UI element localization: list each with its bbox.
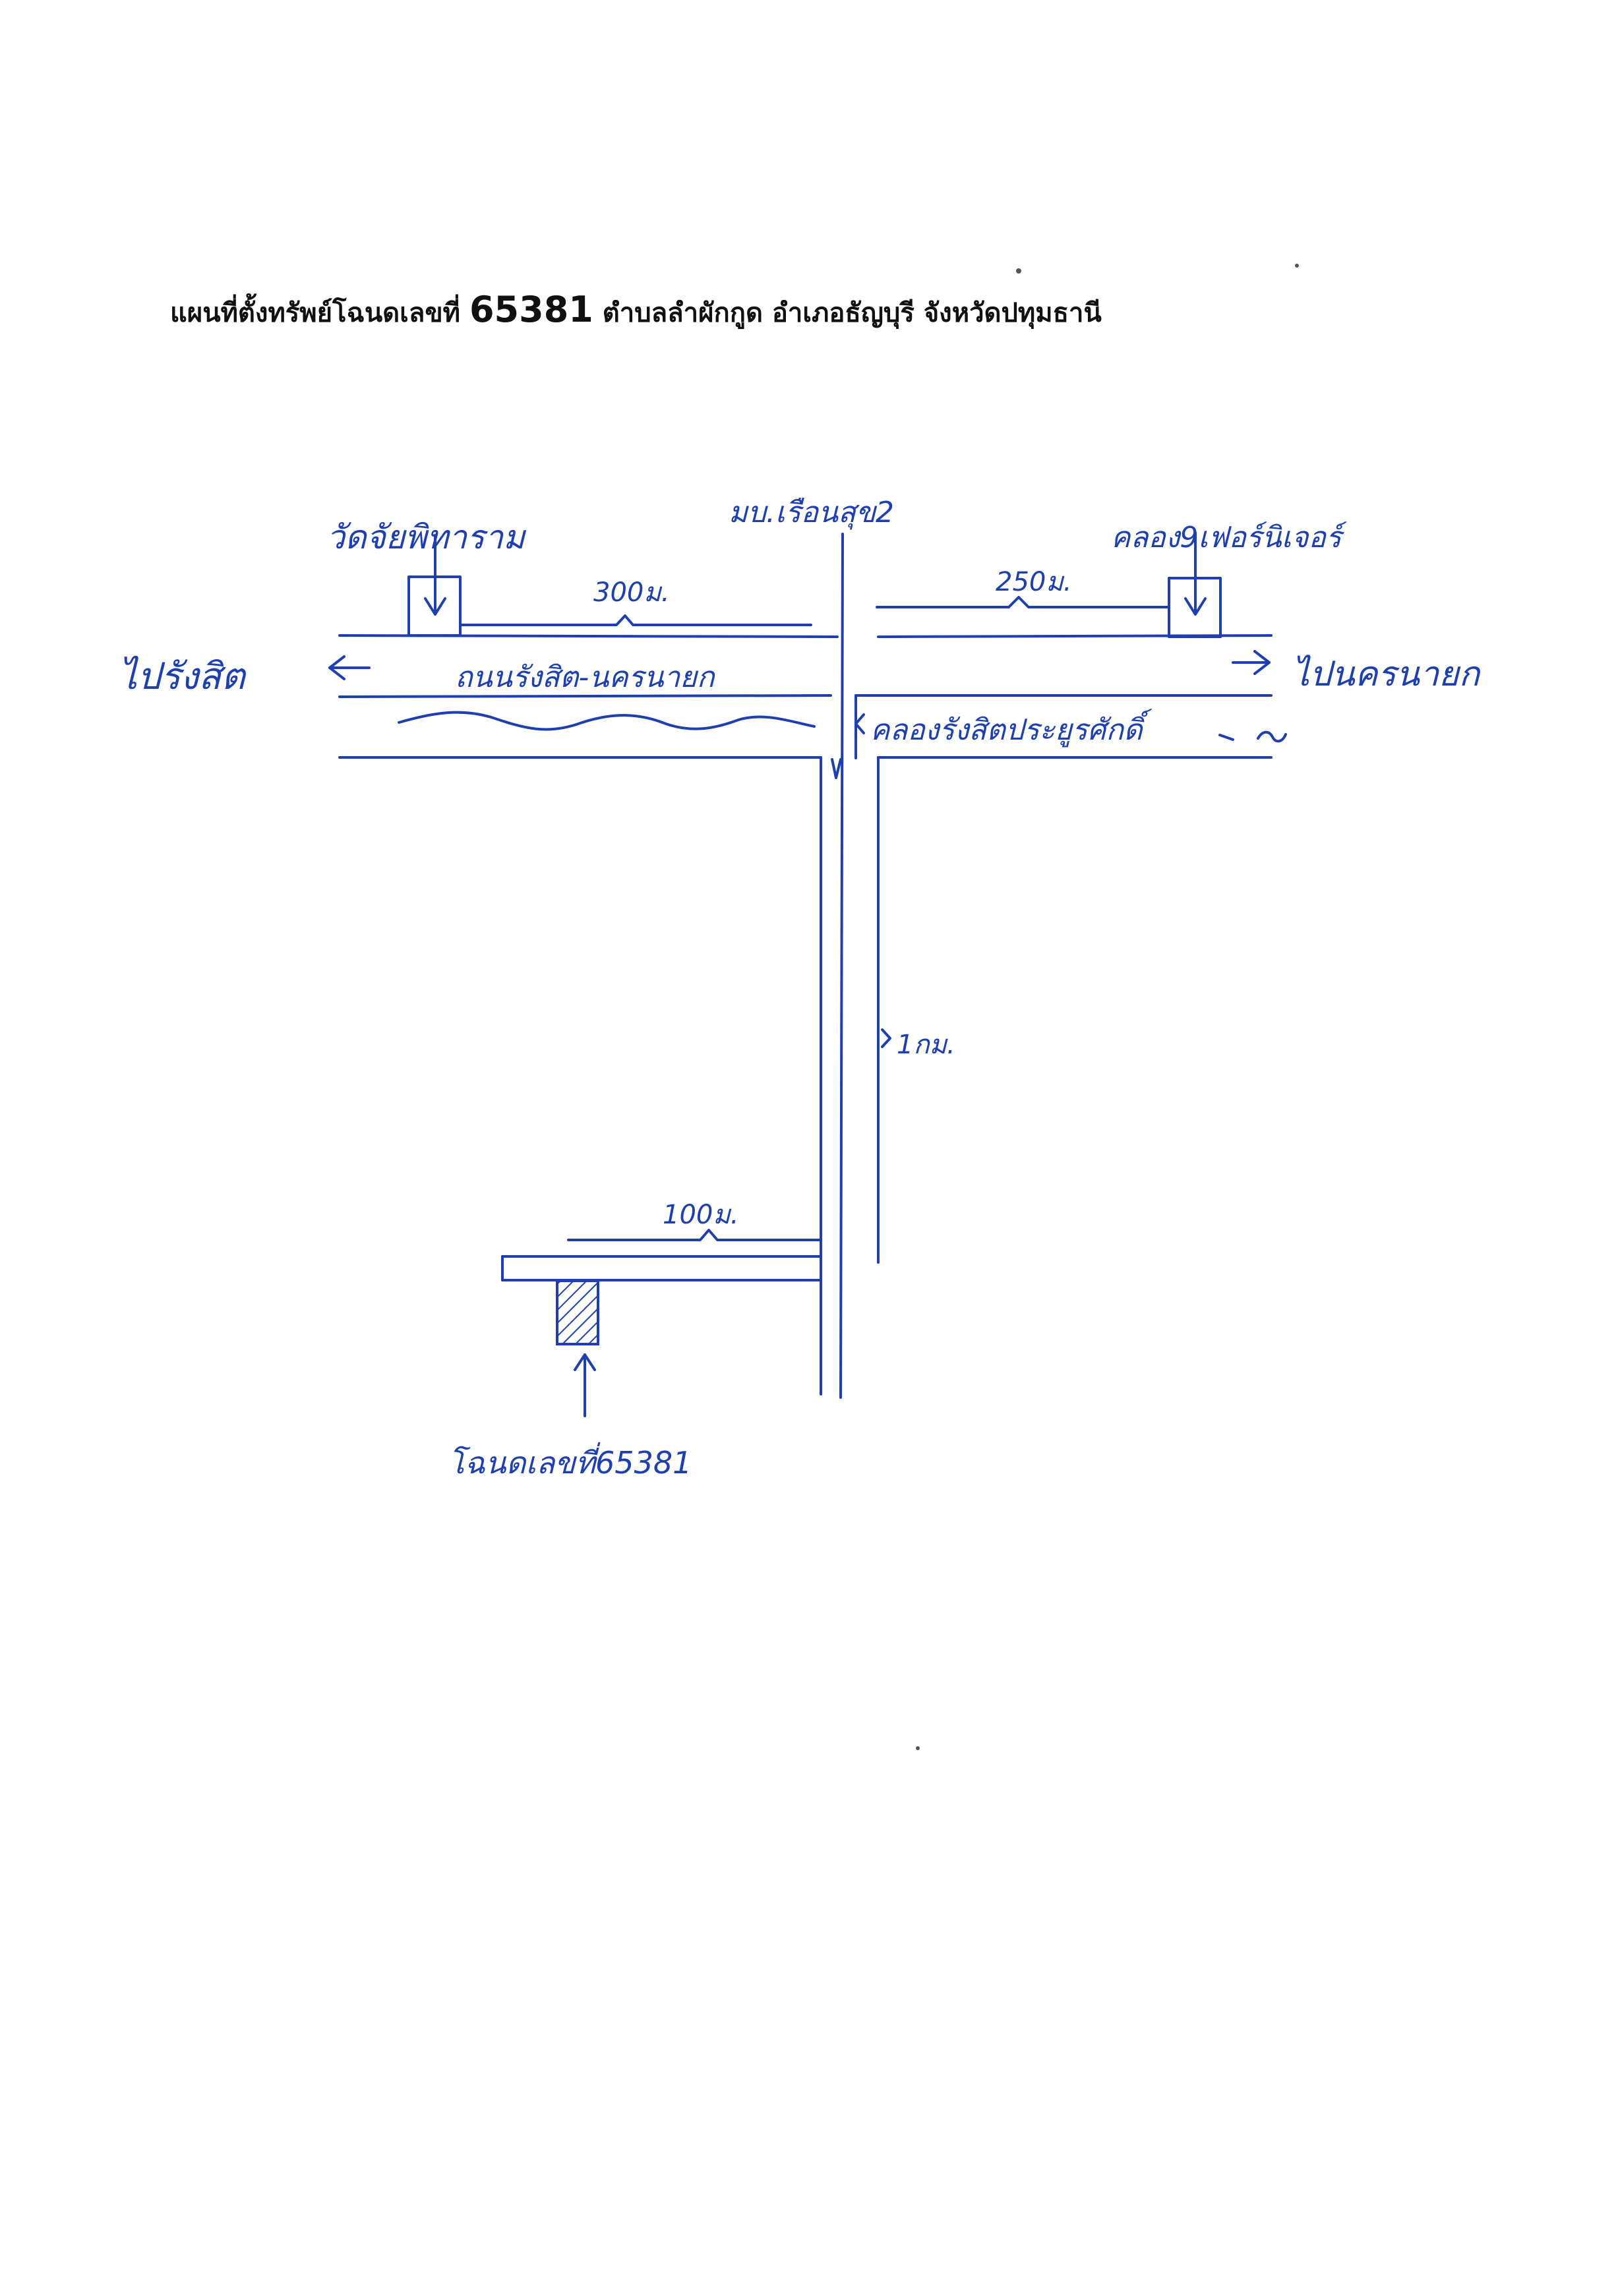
label-dist-100: 100ม.: [663, 1200, 738, 1230]
speck: [916, 1746, 920, 1750]
dist-branch-bracket: [567, 1229, 822, 1241]
label-road: ถนนรังสิต-นครนายก: [455, 661, 716, 694]
page-title: แผนที่ตั้งทรัพย์โฉนดเลขที่ 65381 ตำบลลำผ…: [170, 289, 1102, 334]
title-location: ตำบลลำผักกูด อำเภอธัญบุรี จังหวัดปทุมธาน…: [602, 298, 1102, 328]
title-deed-number: 65381: [469, 289, 593, 330]
label-canal: คลองรังสิตประยูรศักดิ์: [870, 709, 1153, 748]
label-dist-300: 300ม.: [593, 577, 669, 608]
label-furniture: คลอง9เฟอร์นิเจอร์: [1111, 521, 1348, 554]
label-to-nakhon-nayok: ไปนครนายก: [1292, 655, 1482, 694]
up-arrow-icon: [574, 1353, 596, 1371]
label-to-rangsit: ไปรังสิต: [119, 655, 247, 698]
dist-left-bracket: [460, 614, 812, 626]
left-arrow-icon: [328, 655, 345, 680]
label-deed-plot: โฉนดเลขที่65381: [448, 1442, 692, 1481]
canal-water-wave: [398, 711, 816, 731]
deed-plot-marker: [556, 1280, 599, 1345]
right-arrow-icon: [1253, 650, 1271, 675]
canal-label-tick: [854, 713, 865, 734]
down-arrow-icon: [424, 597, 446, 616]
label-dist-1km: 1กม.: [897, 1030, 955, 1060]
dist-right-bracket: [876, 596, 1168, 608]
speck: [1016, 268, 1021, 274]
village-arrow-head: [831, 758, 842, 779]
speck: [1295, 264, 1299, 268]
label-village: มบ.เรือนสุข2: [729, 496, 894, 530]
soi-center-line: [839, 533, 844, 1399]
canal-label-tick-end: [1218, 734, 1234, 741]
label-temple: วัดจัยพิทาราม: [326, 518, 527, 556]
label-dist-250: 250ม.: [996, 567, 1071, 597]
road-bottom-edge-left: [338, 694, 832, 698]
title-prefix: แผนที่ตั้งทรัพย์โฉนดเลขที่: [170, 298, 461, 328]
down-arrow-icon: [1184, 597, 1207, 616]
canal-end-tilde: [1257, 730, 1287, 743]
dist-soi-bracket: [881, 1028, 891, 1048]
